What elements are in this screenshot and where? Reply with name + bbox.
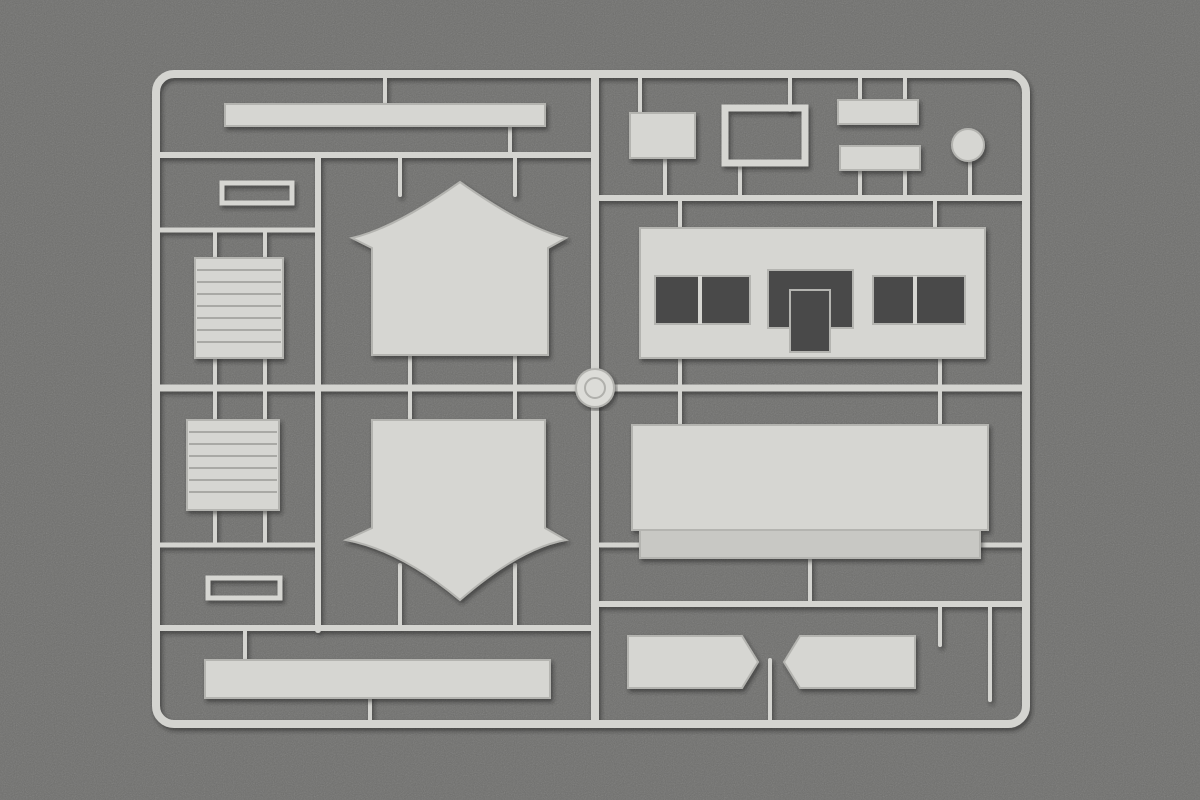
part-wall-windows: [639, 227, 986, 359]
part-small-plate: [629, 112, 696, 159]
part-side-panel-1: [627, 635, 760, 689]
part-bottom-beam: [204, 659, 551, 699]
part-roof-bottom: [342, 419, 569, 602]
sprue-parts: [186, 99, 989, 699]
part-bar-1: [837, 99, 919, 125]
part-floor-lip: [639, 529, 981, 559]
part-ribbed-box-2: [186, 419, 280, 511]
part-floor-panel: [631, 424, 989, 531]
part-small-frame-2: [205, 575, 283, 601]
part-side-panel-2: [782, 635, 916, 689]
part-ribbed-box-1: [194, 257, 284, 359]
part-small-frame-1: [219, 180, 295, 206]
part-roof-top: [349, 180, 569, 356]
part-bar-2: [839, 145, 921, 171]
part-window-frame: [721, 104, 809, 167]
part-top-beam: [224, 103, 546, 127]
part-disc: [951, 128, 985, 162]
sprue-logo-icon: [575, 368, 615, 408]
